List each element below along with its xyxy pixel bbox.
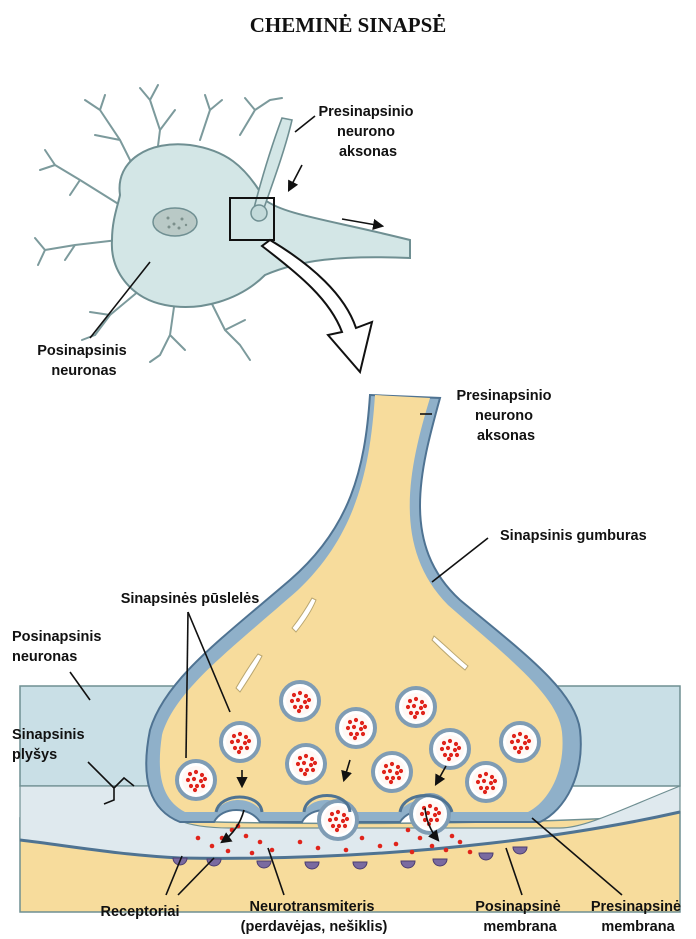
label-line: Neurotransmiteris bbox=[250, 899, 375, 915]
vesicle bbox=[431, 730, 469, 768]
label-line: Presinapsinio bbox=[318, 104, 413, 120]
neurotransmitter-dot bbox=[220, 836, 225, 841]
neurotransmitter-dot bbox=[344, 848, 349, 853]
vesicle bbox=[467, 763, 505, 801]
label-presynaptic-axon-bottom: Presinapsinio neurono aksonas bbox=[456, 388, 555, 444]
label-postsynaptic-neuron-top: Posinapsinis neuronas bbox=[37, 343, 130, 379]
neurotransmitter-dot bbox=[196, 836, 201, 841]
label-line: neuronas bbox=[51, 363, 116, 379]
neurotransmitter-dot bbox=[468, 850, 473, 855]
neurotransmitter-dot bbox=[250, 851, 255, 856]
presynaptic-axon-top bbox=[254, 118, 292, 208]
label-synaptic-vesicles: Sinapsinės pūslelės bbox=[121, 591, 260, 607]
nucleus bbox=[153, 208, 197, 236]
label-presynaptic-axon-top: Presinapsinio neurono aksonas bbox=[318, 104, 417, 160]
vesicle bbox=[221, 723, 259, 761]
label-line: Presinapsinio bbox=[456, 388, 551, 404]
page-title: CHEMINĖ SINAPSĖ bbox=[250, 13, 447, 37]
neurotransmitter-dot bbox=[444, 848, 449, 853]
label-line: neuronas bbox=[12, 649, 77, 665]
vesicle bbox=[281, 682, 319, 720]
label-line: Posinapsinė bbox=[475, 899, 560, 915]
label-line: aksonas bbox=[477, 428, 535, 444]
label-line: neurono bbox=[475, 408, 533, 424]
synaptic-terminal-dot bbox=[251, 205, 267, 221]
label-line: membrana bbox=[483, 919, 557, 935]
neurotransmitter-dot bbox=[450, 834, 455, 839]
label-receptors: Receptoriai bbox=[101, 904, 180, 920]
label-line: membrana bbox=[601, 919, 675, 935]
vesicle bbox=[319, 801, 357, 839]
neurotransmitter-dot bbox=[258, 840, 263, 845]
label-line: plyšys bbox=[12, 747, 57, 763]
label-line: Posinapsinis bbox=[37, 343, 126, 359]
neurotransmitter-dot bbox=[226, 849, 231, 854]
leader-presyn-top bbox=[295, 116, 315, 132]
neurotransmitter-dot bbox=[360, 836, 365, 841]
neurotransmitter-dot bbox=[410, 850, 415, 855]
neurotransmitter-dot bbox=[378, 844, 383, 849]
label-synaptic-knob: Sinapsinis gumburas bbox=[500, 528, 647, 544]
vesicle bbox=[337, 709, 375, 747]
label-line: aksonas bbox=[339, 144, 397, 160]
neurotransmitter-dot bbox=[316, 846, 321, 851]
label-line: Presinapsinė bbox=[591, 899, 681, 915]
neurotransmitter-dot bbox=[394, 842, 399, 847]
label-postsynaptic-membrane: Posinapsinė membrana bbox=[475, 899, 564, 935]
neurotransmitter-dot bbox=[418, 836, 423, 841]
label-neurotransmitter: Neurotransmiteris (perdavėjas, nešiklis) bbox=[241, 899, 388, 935]
label-line: Sinapsinis bbox=[12, 727, 85, 743]
label-line: neurono bbox=[337, 124, 395, 140]
neurotransmitter-dot bbox=[244, 834, 249, 839]
neurotransmitter-dot bbox=[270, 848, 275, 853]
vesicle bbox=[397, 688, 435, 726]
vesicle bbox=[287, 745, 325, 783]
synapse-detail bbox=[20, 395, 680, 912]
neurotransmitter-dot bbox=[210, 844, 215, 849]
vesicle bbox=[177, 761, 215, 799]
label-line: (perdavėjas, nešiklis) bbox=[241, 919, 388, 935]
label-postsynaptic-neuron-bottom: Posinapsinis neuronas bbox=[12, 629, 105, 665]
neurotransmitter-dot bbox=[458, 840, 463, 845]
neurotransmitter-dot bbox=[430, 844, 435, 849]
label-presynaptic-membrane: Presinapsinė membrana bbox=[591, 899, 685, 935]
vesicle bbox=[501, 723, 539, 761]
label-line: Posinapsinis bbox=[12, 629, 101, 645]
neurotransmitter-dot bbox=[406, 828, 411, 833]
vesicle bbox=[373, 753, 411, 791]
signal-arrow-down bbox=[289, 165, 302, 190]
neurotransmitter-dot bbox=[298, 840, 303, 845]
